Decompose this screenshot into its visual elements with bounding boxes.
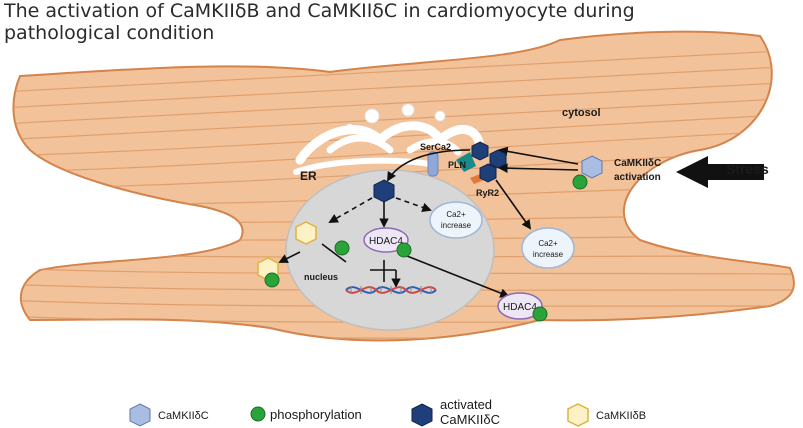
camkii-db-icon [295, 221, 317, 245]
activated-camkii-dc-icon [373, 179, 395, 203]
phosphorylation-icon [572, 174, 588, 190]
activated-camkii-dc-icon [471, 141, 489, 161]
legend-activated-label-1: activated [440, 397, 492, 412]
title-line-2: pathological condition [4, 22, 215, 44]
camkii-dc-icon [581, 155, 603, 179]
activated-camkii-dc-icon [479, 163, 497, 183]
cytosolic-ca-label-2: increase [533, 250, 564, 259]
cytosolic-calcium-increase [521, 227, 575, 269]
serca2-label: SerCa2 [420, 142, 451, 152]
legend-activated-label-2: CaMKIIδC [440, 412, 500, 427]
phosphorylation-icon [396, 242, 412, 258]
camkii-dc-activation-label-2: activation [614, 172, 661, 183]
legend-phosphorylation-icon [250, 406, 266, 422]
serca2-channel-icon [427, 151, 439, 177]
hdac4-cytosolic-label: HDAC4 [503, 302, 537, 313]
legend-camkii-dc-label: CaMKIIδC [158, 410, 209, 422]
pathway-arrows [278, 146, 579, 298]
cytosolic-ca-label-1: Ca2+ [538, 239, 558, 248]
legend-camkii-db-label: CaMKIIδB [596, 410, 646, 422]
hdac4-nuclear-label: HDAC4 [369, 236, 403, 247]
pln-label: PLN [448, 160, 466, 170]
ryr2-label: RyR2 [476, 188, 499, 198]
title-line-1: The activation of CaMKIIδB and CaMKIIδC … [4, 0, 635, 22]
phosphorylation-icon [532, 306, 548, 322]
legend-phosphorylation-label: phosphorylation [270, 407, 362, 422]
hdac4-cytosolic [497, 292, 543, 320]
endoplasmic-reticulum [293, 103, 485, 175]
cytosol-label: cytosol [562, 107, 601, 119]
legend-camkii-dc-icon [129, 403, 151, 427]
stress-label: Stress [726, 161, 769, 177]
camkii-dc-activation-label-1: CaMKIIδC [614, 158, 661, 169]
nuclear-ca-label-2: increase [441, 221, 472, 230]
legend-activated-camkii-dc-icon [411, 403, 433, 427]
nucleus-label: nucleus [304, 272, 338, 282]
activated-camkii-dc-icon [489, 149, 507, 169]
legend-camkii-db-icon [567, 403, 589, 427]
phosphorylation-icon [334, 240, 350, 256]
figure-title: The activation of CaMKIIδB and CaMKIIδC … [4, 0, 635, 44]
hdac4-nuclear [363, 227, 409, 253]
stress-arrow-icon [676, 156, 764, 188]
nuclear-calcium-increase [429, 201, 483, 239]
legend: CaMKIIδC phosphorylation activated CaMKI… [129, 397, 646, 427]
dna-icon [345, 286, 437, 294]
nuclear-ca-label-1: Ca2+ [446, 210, 466, 219]
phosphorylation-icon [264, 272, 280, 288]
er-label: ER [300, 169, 317, 183]
pln-icon [456, 152, 476, 172]
